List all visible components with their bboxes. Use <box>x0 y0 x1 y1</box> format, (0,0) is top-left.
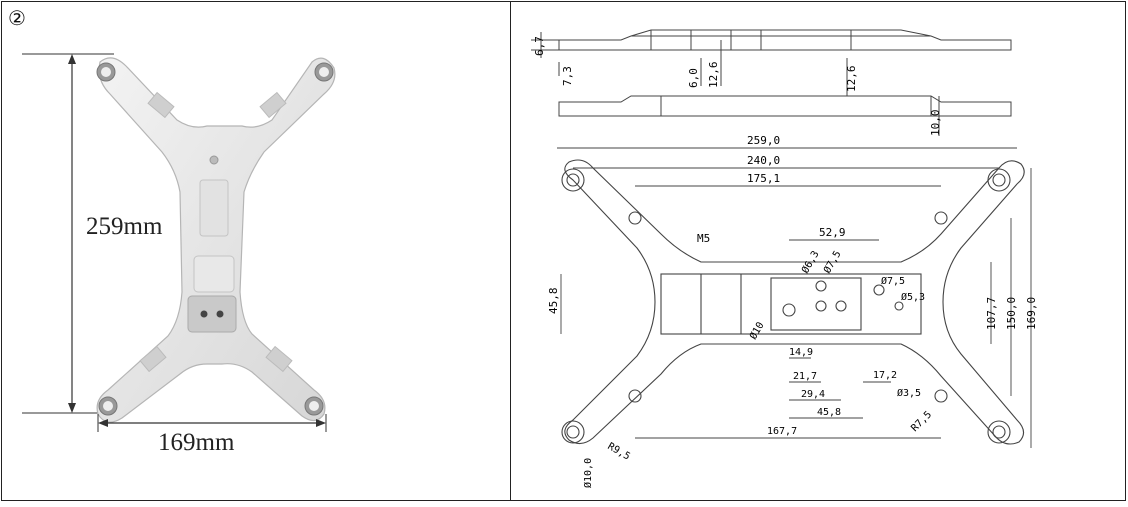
dim-r-9-5: R9,5 <box>606 441 632 463</box>
photo-cell: ② <box>2 2 510 500</box>
dim-12-6-a: 12,6 <box>707 62 720 89</box>
technical-drawing: 6,7 7,3 6,0 12,6 12,6 10,0 <box>531 29 1038 488</box>
dim-r-7-5: R7,5 <box>909 409 934 434</box>
dim-dia-7-5-b: Ø7,5 <box>881 275 905 287</box>
dim-17-2: 17,2 <box>873 370 897 381</box>
dim-6-7: 6,7 <box>533 36 546 56</box>
dim-plate-height: 45,8 <box>547 288 560 315</box>
dim-dia-10-0: Ø10,0 <box>582 458 594 488</box>
dim-14-9: 14,9 <box>789 347 813 358</box>
dim-dia-5-3: Ø5,3 <box>901 291 925 303</box>
dim-150-0: 150,0 <box>1005 297 1018 330</box>
dim-107-7: 107,7 <box>985 297 998 330</box>
thread-label: M5 <box>697 232 710 245</box>
dim-center-span: 52,9 <box>819 226 846 239</box>
dim-45-8: 45,8 <box>817 407 841 418</box>
dim-29-4: 29,4 <box>801 389 825 400</box>
dim-167-7: 167,7 <box>767 426 797 437</box>
dim-21-7: 21,7 <box>793 371 817 382</box>
dim-12-6-b: 12,6 <box>845 66 858 93</box>
plate-photo: 259mm 169mm <box>22 53 336 456</box>
dim-10-0: 10,0 <box>929 110 942 137</box>
cell-divider <box>510 2 511 500</box>
width-label: 169mm <box>158 429 235 456</box>
dim-overall-width: 259,0 <box>747 134 780 147</box>
dim-dia-10: Ø10 <box>747 320 766 342</box>
dim-inner-span: 175,1 <box>747 172 780 185</box>
dim-169-0: 169,0 <box>1025 297 1038 330</box>
dim-dia-3-5: Ø3,5 <box>897 387 921 399</box>
plate-body <box>96 57 336 423</box>
dim-hole-span: 240,0 <box>747 154 780 167</box>
drawing-cell: 6,7 7,3 6,0 12,6 12,6 10,0 <box>511 2 1125 500</box>
height-label: 259mm <box>86 213 163 240</box>
figure-marker: ② <box>8 6 26 30</box>
dim-7-3: 7,3 <box>561 66 574 86</box>
dim-6-0: 6,0 <box>687 68 700 88</box>
